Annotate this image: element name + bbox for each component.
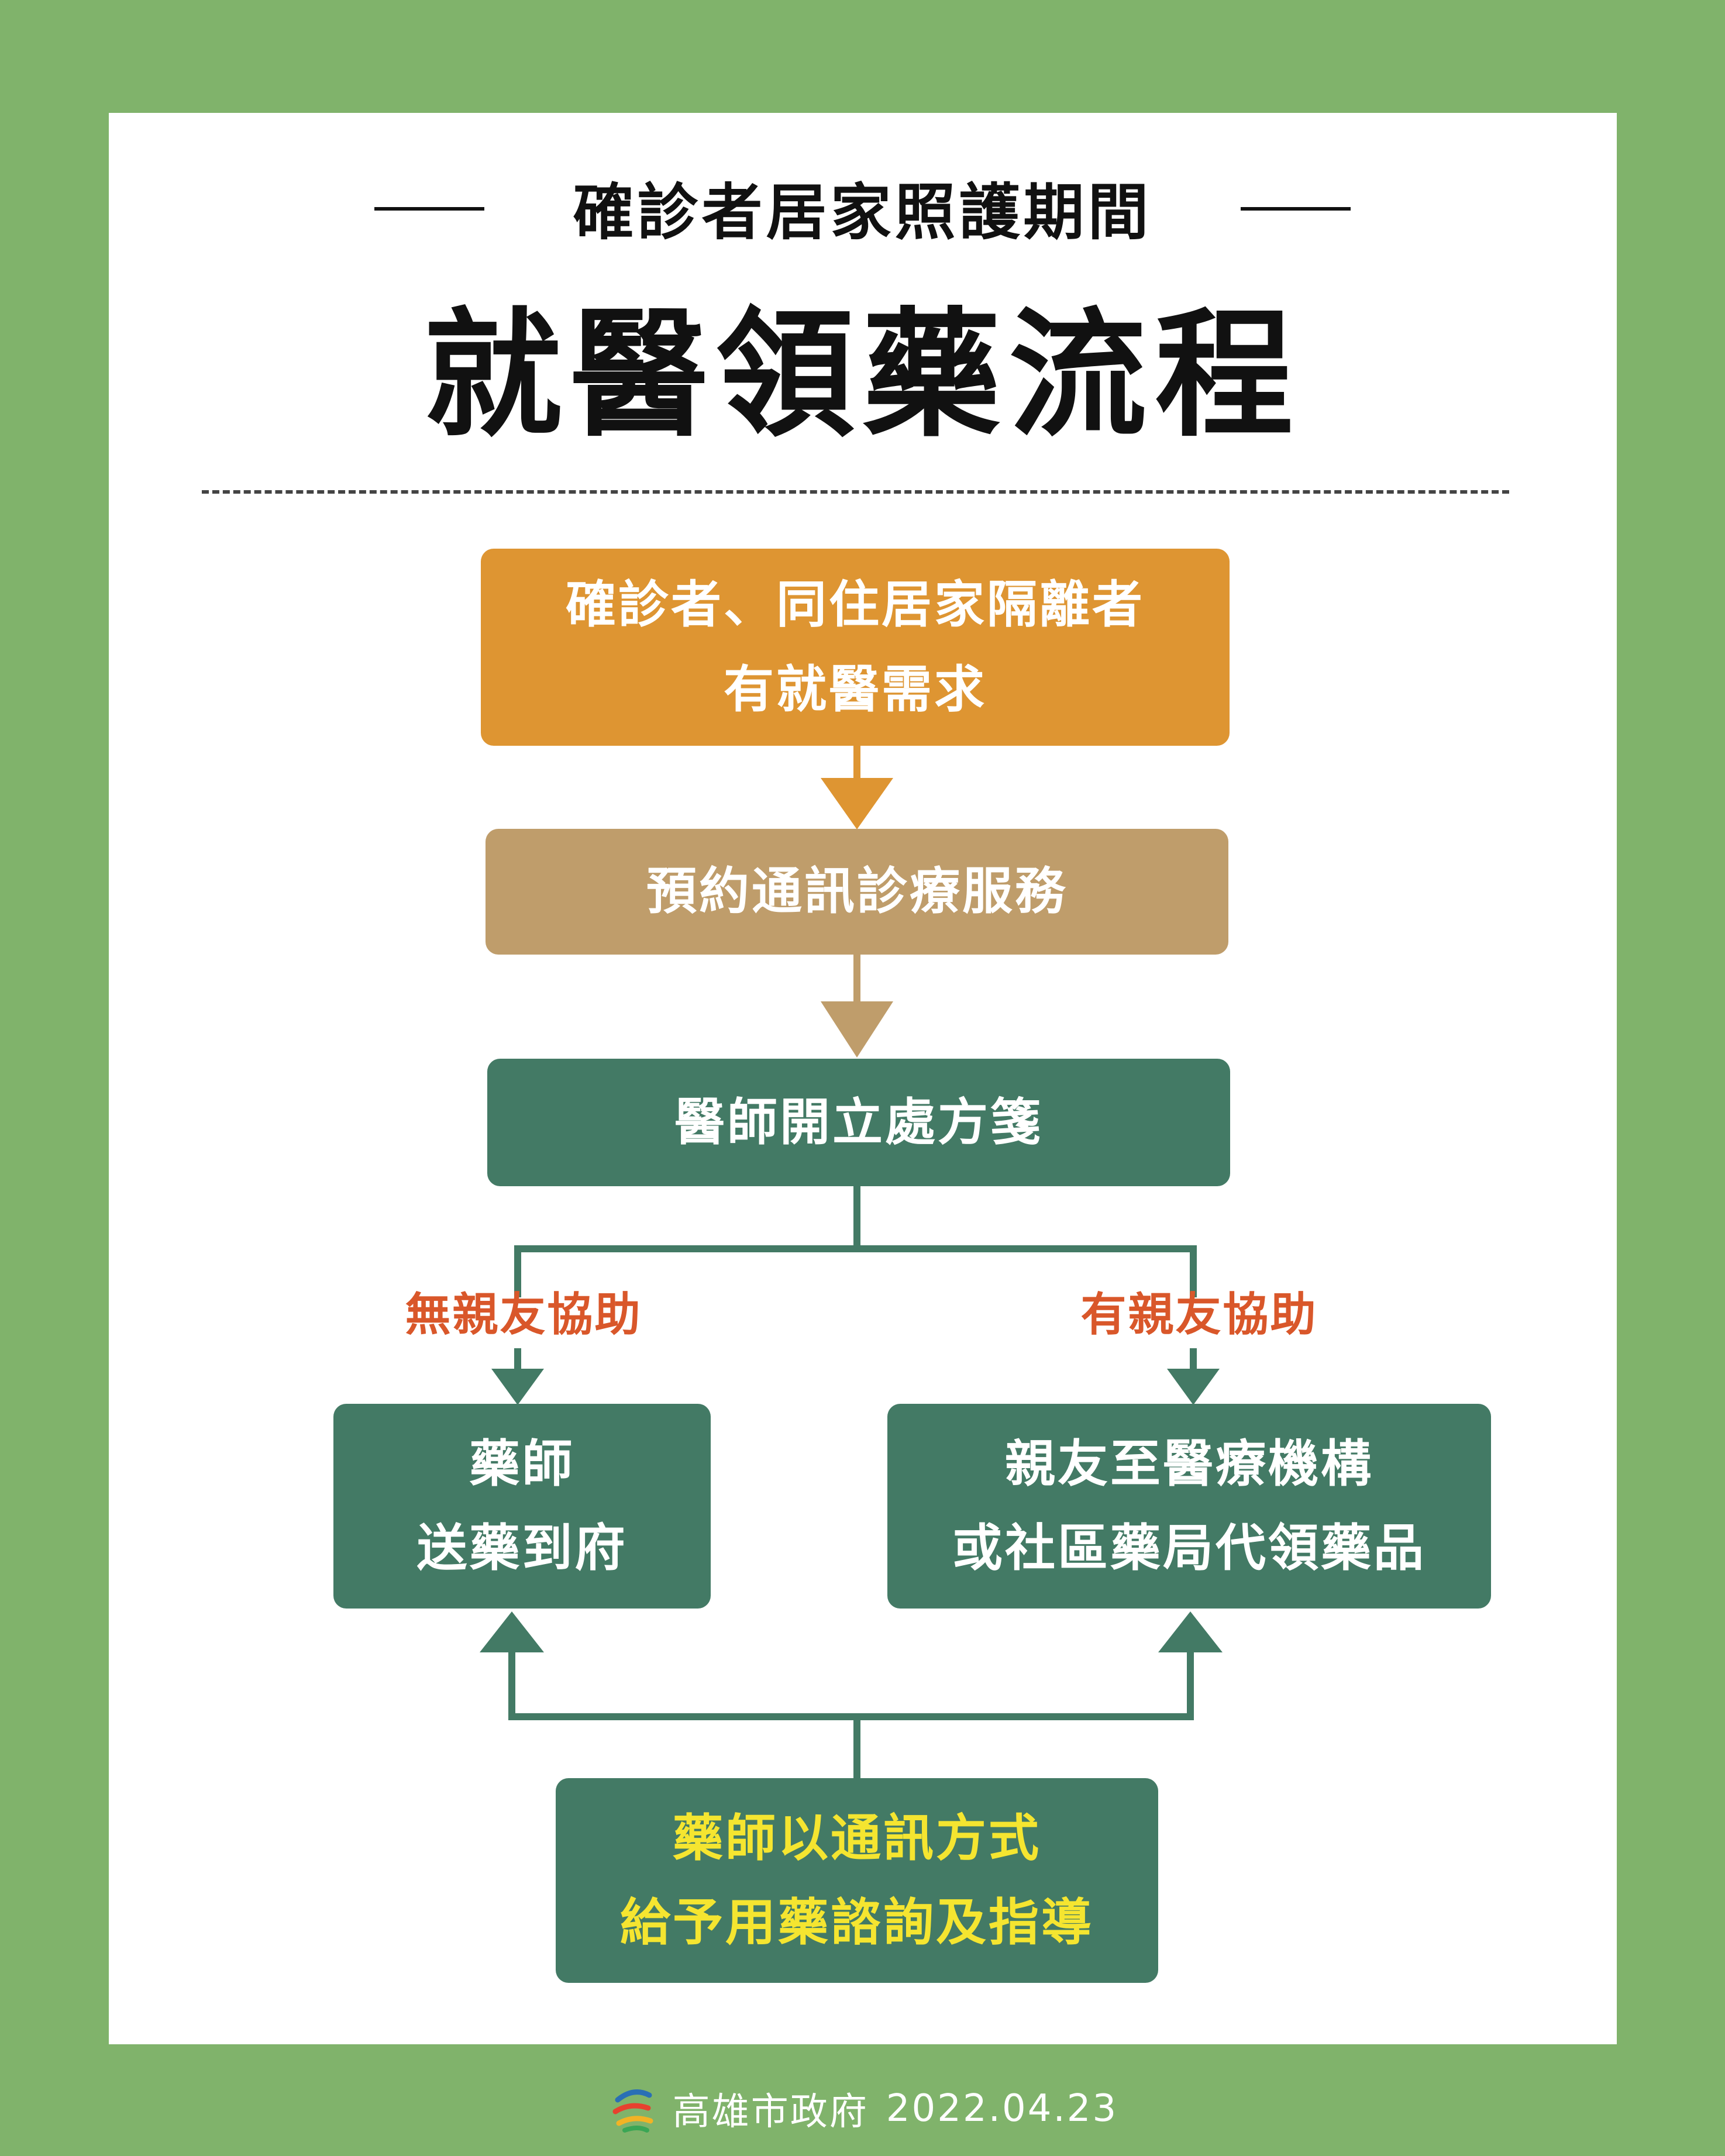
step2-label: 預約通訊診療服務 bbox=[646, 862, 1068, 921]
footer-organization: 高雄市政府 bbox=[672, 2090, 869, 2134]
connector-split-right bbox=[857, 1245, 1197, 1297]
condition-with-help: 有親友協助 bbox=[1080, 1289, 1318, 1341]
kaohsiung-city-logo-icon bbox=[612, 2089, 653, 2133]
final-line2: 給予用藥諮詢及指導 bbox=[620, 1893, 1094, 1952]
arrow-up-right-branch bbox=[1158, 1611, 1223, 1652]
connector-final-up-right bbox=[857, 1647, 1194, 1720]
arrow-down-right-branch bbox=[1167, 1369, 1220, 1405]
final-line1: 藥師以通訊方式 bbox=[673, 1809, 1041, 1868]
arrow-up-left-branch bbox=[480, 1611, 544, 1652]
branch-right-line2: 或社區藥局代領藥品 bbox=[952, 1519, 1426, 1578]
branch-pharmacist-delivery: 藥師 送藥到府 bbox=[333, 1404, 711, 1609]
step-pharmacist-consultation: 藥師以通訊方式 給予用藥諮詢及指導 bbox=[556, 1778, 1158, 1983]
page-subtitle: 確診者居家照護期間 bbox=[573, 176, 1152, 248]
connector-split bbox=[514, 1186, 860, 1297]
footer-date: 2022.04.23 bbox=[886, 2087, 1118, 2130]
branch-family-pickup: 親友至醫療機構 或社區藥局代領藥品 bbox=[887, 1404, 1491, 1609]
arrow-down-step3 bbox=[821, 1001, 893, 1058]
page-title: 就醫領藥流程 bbox=[423, 295, 1302, 456]
branch-left-line1: 藥師 bbox=[469, 1434, 575, 1493]
connector-final-up bbox=[508, 1647, 860, 1778]
step-prescription: 醫師開立處方箋 bbox=[487, 1059, 1230, 1186]
step3-label: 醫師開立處方箋 bbox=[674, 1093, 1043, 1152]
arrow-down-left-branch bbox=[491, 1369, 544, 1405]
step-confirmed-patient: 確診者、同住居家隔離者 有就醫需求 bbox=[481, 549, 1230, 746]
subtitle-right-rule bbox=[1241, 207, 1351, 211]
subtitle-left-rule bbox=[374, 207, 484, 211]
condition-no-help: 無親友協助 bbox=[405, 1289, 642, 1341]
branch-right-line1: 親友至醫療機構 bbox=[1005, 1434, 1373, 1493]
step1-line2: 有就醫需求 bbox=[724, 660, 987, 719]
step1-line1: 確診者、同住居家隔離者 bbox=[566, 576, 1145, 635]
step-telemedicine-booking: 預約通訊診療服務 bbox=[486, 829, 1228, 955]
branch-left-line2: 送藥到府 bbox=[416, 1519, 628, 1578]
footer: 高雄市政府 2022.04.23 bbox=[0, 2079, 1725, 2138]
dashed-divider bbox=[202, 490, 1509, 494]
arrow-down-step2 bbox=[821, 778, 893, 829]
